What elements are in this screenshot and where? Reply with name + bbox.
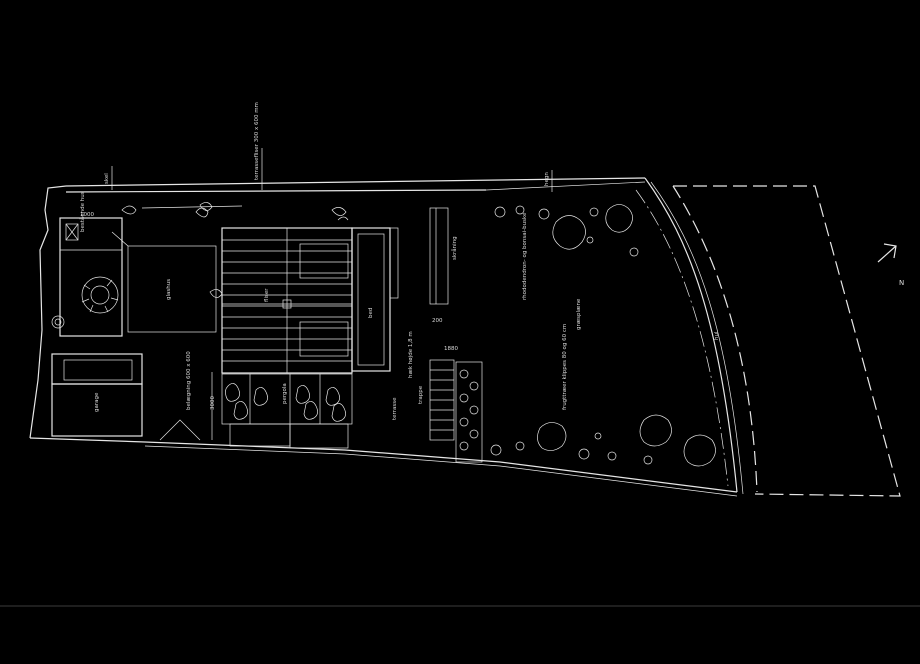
svg-text:3000: 3000 [210, 396, 216, 410]
svg-text:glashus: glashus [166, 279, 172, 300]
north-label: N [899, 279, 904, 287]
svg-text:hul: hul [714, 331, 720, 340]
svg-text:frugttræer klippes 80 og 60 cm: frugttræer klippes 80 og 60 cm [562, 324, 568, 410]
svg-text:fliser: fliser [264, 288, 270, 302]
svg-text:hegn: hegn [544, 172, 550, 186]
svg-text:200: 200 [432, 318, 443, 324]
steps-and-hedge: skråning trappe 1880 200 hæk højde 1,8 m… [80, 207, 483, 463]
svg-text:rhododendron- og bonsai-buske: rhododendron- og bonsai-buske [522, 212, 528, 300]
svg-text:græsplæne: græsplæne [576, 298, 582, 330]
svg-text:terrasse: terrasse [392, 397, 398, 420]
svg-text:garage: garage [94, 392, 100, 412]
svg-text:belægning 600 x 600: belægning 600 x 600 [186, 351, 192, 410]
top-annotations: skel terrassefliser 300 x 600 mm hegn [104, 102, 553, 192]
svg-text:hæk højde 1,8 m: hæk højde 1,8 m [408, 331, 414, 378]
svg-text:1880: 1880 [444, 346, 458, 352]
svg-text:pergola: pergola [282, 383, 288, 404]
svg-text:skråning: skråning [451, 236, 458, 260]
garage: garage [51, 353, 143, 437]
svg-text:1000: 1000 [80, 212, 94, 218]
svg-text:bestående hus: bestående hus [79, 191, 86, 232]
svg-text:terrassefliser 300 x 600 mm: terrassefliser 300 x 600 mm [254, 102, 260, 180]
greenhouse: glashus [111, 202, 243, 333]
pergola-area: pergola belægning 600 x 600 [159, 351, 353, 449]
boundary-hedge [635, 189, 729, 487]
lawn-plantings: græsplæne rhododendron- og bonsai-buske … [490, 204, 720, 467]
terrace-deck: fliser bed [195, 207, 399, 374]
svg-text:skel: skel [104, 173, 110, 184]
svg-text:bed: bed [368, 308, 374, 318]
plot-boundary [29, 177, 744, 497]
adjacent-parcel [672, 185, 901, 497]
svg-text:trappe: trappe [418, 385, 424, 404]
existing-house: bestående hus [51, 191, 123, 337]
north-arrow: N [877, 243, 904, 287]
